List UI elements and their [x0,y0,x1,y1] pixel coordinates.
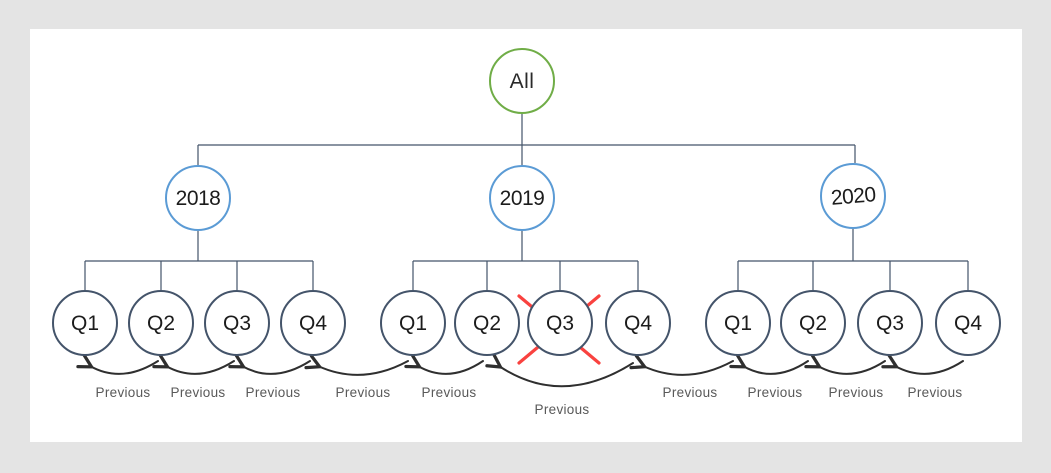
previous-label: Previous [170,385,226,400]
node-2019-q1-label: Q1 [398,311,427,335]
node-2018-q4-label: Q4 [298,311,327,335]
node-2020-q3: Q3 [857,290,923,356]
node-2018-q1-label: Q1 [70,311,99,335]
node-all-label: All [509,69,535,93]
node-2018-q3: Q3 [204,290,270,356]
node-2018-q2: Q2 [128,290,194,356]
previous-label: Previous [747,385,803,400]
node-2020-q1-label: Q1 [723,311,752,335]
node-2020-q2: Q2 [780,290,846,356]
node-2018-label: 2018 [175,186,221,210]
node-2019-q3-label: Q3 [545,311,574,335]
node-2019-q1: Q1 [380,290,446,356]
previous-label: Previous [534,402,590,417]
previous-label: Previous [95,385,151,400]
previous-label: Previous [421,385,477,400]
node-2018: 2018 [165,165,231,231]
previous-label: Previous [828,385,884,400]
node-2020-q1: Q1 [705,290,771,356]
node-2019-q4-label: Q4 [623,311,652,335]
previous-label: Previous [245,385,301,400]
node-2018-q2-label: Q2 [146,311,175,335]
node-2020-q4-label: Q4 [953,311,982,335]
node-2019: 2019 [489,165,555,231]
node-2020-q4: Q4 [935,290,1001,356]
previous-label: Previous [907,385,963,400]
node-2018-q1: Q1 [52,290,118,356]
node-2020-q2-label: Q2 [798,311,827,335]
node-2018-q4: Q4 [280,290,346,356]
node-2018-q3-label: Q3 [222,311,251,335]
previous-label: Previous [662,385,718,400]
node-all: All [489,48,555,114]
node-2019-q2-label: Q2 [472,311,501,335]
previous-label: Previous [335,385,391,400]
node-2020: 2020 [820,163,886,229]
node-2020-q3-label: Q3 [875,311,904,335]
node-2019-q4: Q4 [605,290,671,356]
node-2019-q2: Q2 [454,290,520,356]
node-2019-q3: Q3 [527,290,593,356]
node-2020-label: 2020 [829,182,877,210]
node-2019-label: 2019 [499,186,545,210]
